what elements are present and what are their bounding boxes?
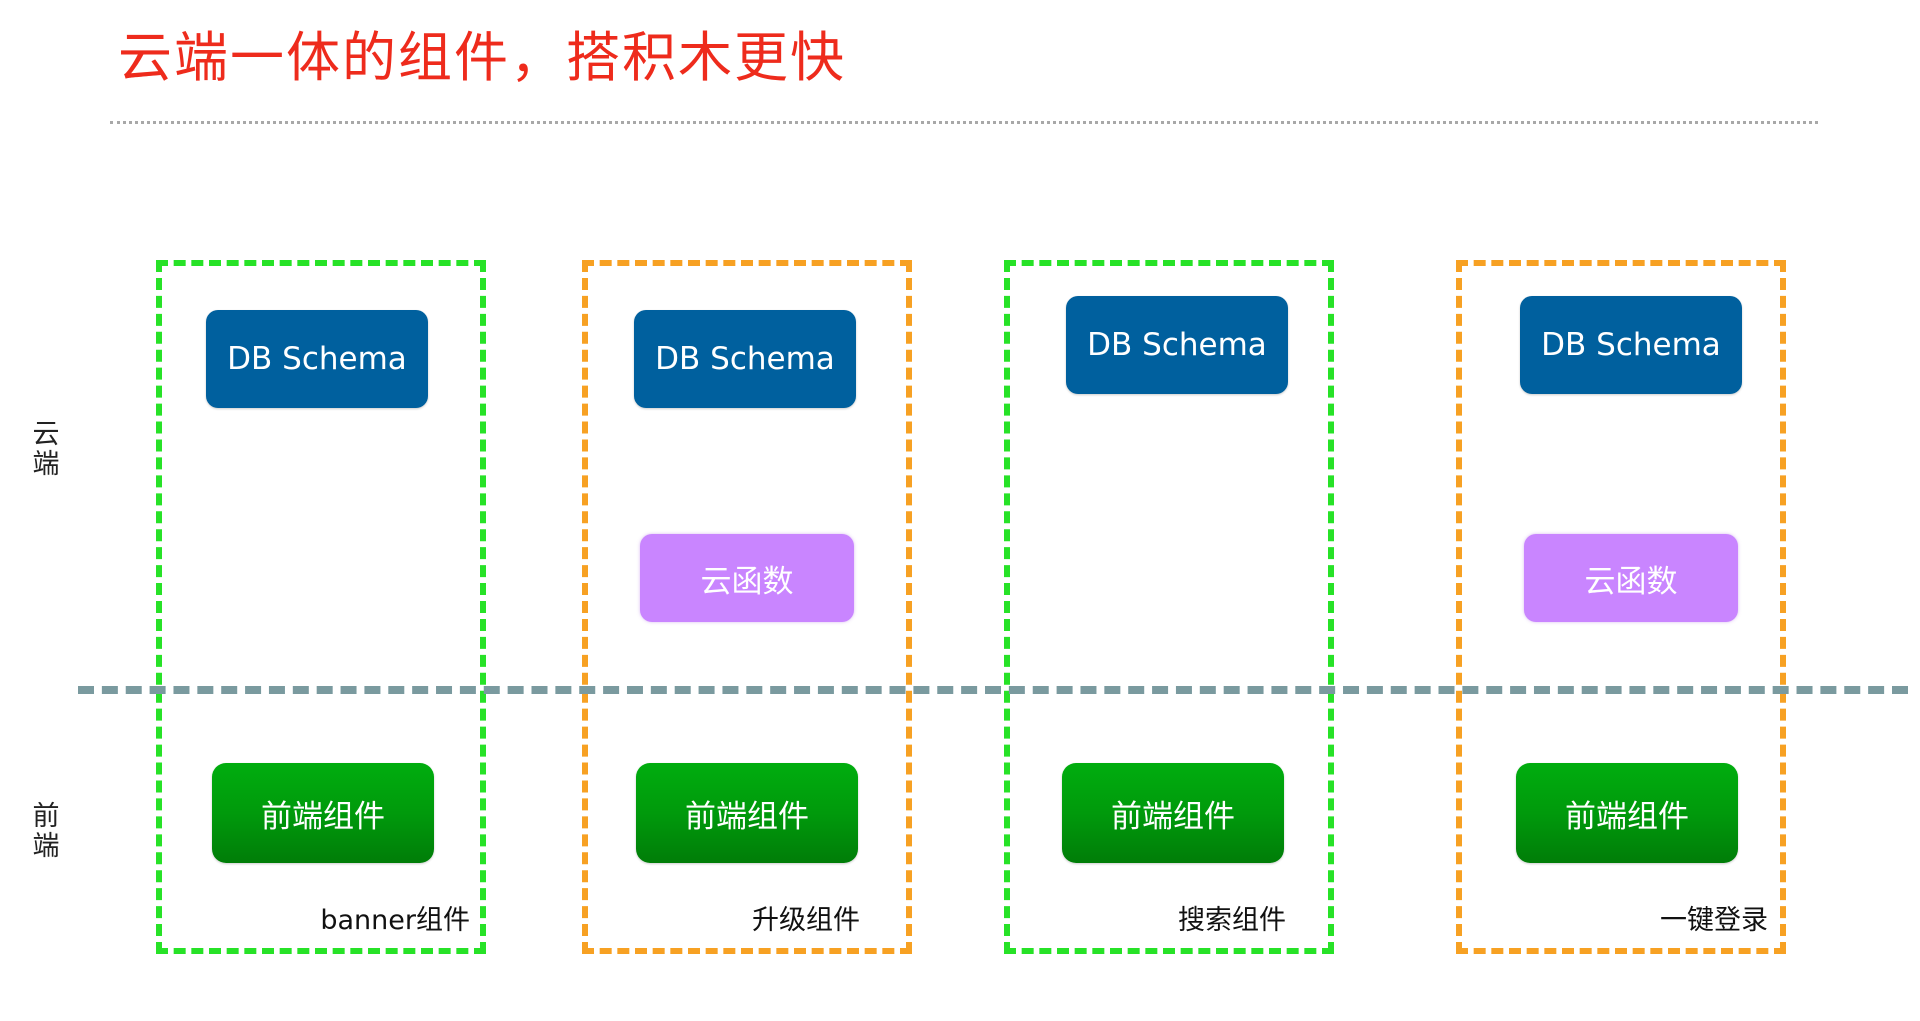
frontend-component-box: 前端组件 bbox=[212, 763, 434, 863]
frontend-component-box: 前端组件 bbox=[1062, 763, 1284, 863]
cloud-frontend-divider bbox=[78, 686, 1908, 694]
db-schema-box: DB Schema bbox=[1066, 296, 1288, 394]
cloud-layer-label: 云端 bbox=[32, 419, 60, 480]
frontend-component-box: 前端组件 bbox=[1516, 763, 1738, 863]
frontend-component-box: 前端组件 bbox=[636, 763, 858, 863]
component-search: DB Schema 前端组件 搜索组件 bbox=[1004, 260, 1334, 954]
frontend-layer-label: 前端 bbox=[32, 801, 60, 862]
slide-title: 云端一体的组件，搭积木更快 bbox=[118, 26, 846, 89]
component-upgrade: DB Schema 云函数 前端组件 升级组件 bbox=[582, 260, 912, 954]
component-one-click-login: DB Schema 云函数 前端组件 一键登录 bbox=[1456, 260, 1786, 954]
cloud-function-box: 云函数 bbox=[640, 534, 854, 622]
db-schema-box: DB Schema bbox=[206, 310, 428, 408]
component-banner: DB Schema 前端组件 banner组件 bbox=[156, 260, 486, 954]
component-label: 搜索组件 bbox=[1178, 905, 1286, 936]
db-schema-box: DB Schema bbox=[1520, 296, 1742, 394]
component-label: banner组件 bbox=[320, 905, 470, 936]
title-divider bbox=[110, 121, 1818, 124]
component-label: 升级组件 bbox=[752, 905, 860, 936]
db-schema-box: DB Schema bbox=[634, 310, 856, 408]
cloud-function-box: 云函数 bbox=[1524, 534, 1738, 622]
component-label: 一键登录 bbox=[1660, 905, 1768, 936]
